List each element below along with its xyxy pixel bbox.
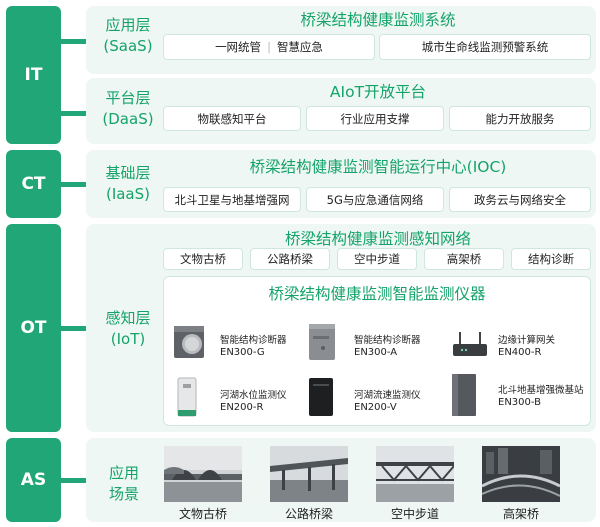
saas-layer-title: 应用层 — [105, 16, 151, 34]
scene-ancient-bridge-label: 文物古桥 — [178, 507, 227, 521]
device-en300b-code: EN300-B — [498, 397, 541, 408]
connector-scenes — [61, 478, 86, 483]
device-en200r-image — [174, 376, 200, 418]
iaas-title: 桥梁结构健康监测智能运行中心(IOC) — [249, 158, 507, 176]
daas-box-1: 物联感知平台 — [163, 106, 301, 131]
iot-network-box-2: 公路桥梁 — [250, 248, 330, 270]
saas-box-left-a: 一网统管 — [215, 40, 262, 54]
device-en300a-code: EN300-A — [354, 347, 398, 358]
iot-layer-sub: (IoT) — [110, 330, 146, 348]
iaas-box-3: 政务云与网络安全 — [449, 187, 591, 212]
scene-highway-bridge-label: 公路桥梁 — [284, 507, 333, 521]
iot-layer-name: 感知层 (IoT) — [88, 308, 168, 350]
device-en400r-code: EN400-R — [498, 347, 542, 358]
saas-box-left-b: 智慧应急 — [276, 40, 323, 54]
daas-title: AIoT开放平台 — [329, 83, 427, 101]
scenes-label-a: 应用 — [108, 464, 139, 482]
iot-instrument-title: 桥梁结构健康监测智能监测仪器 — [268, 285, 486, 303]
saas-title: 桥梁结构健康监测系统 — [300, 11, 456, 29]
iot-network-box-3: 空中步道 — [337, 248, 417, 270]
device-en400r-name: 边缘计算网关 — [498, 335, 556, 346]
iot-network-box-1: 文物古桥 — [163, 248, 243, 270]
daas-box-2: 行业应用支撑 — [306, 106, 444, 131]
iaas-layer-name: 基础层 (IaaS) — [88, 163, 168, 205]
connector-daas — [61, 111, 86, 116]
tier-as-label: AS — [20, 470, 47, 490]
scene-ancient-bridge-image — [164, 446, 242, 502]
device-en300g-name: 智能结构诊断器 — [220, 335, 287, 346]
scene-viaduct-image — [481, 446, 561, 502]
daas-layer-title: 平台层 — [105, 89, 151, 107]
scene-sky-walkway-label: 空中步道 — [390, 507, 439, 521]
daas-layer-sub: (DaaS) — [102, 110, 154, 128]
scenes-layer-name: 应用 场景 — [96, 463, 152, 505]
scenes-label-b: 场景 — [108, 485, 139, 503]
saas-layer-sub: (SaaS) — [103, 37, 153, 55]
tier-ct-label: CT — [21, 174, 46, 194]
device-en400r-image — [450, 330, 490, 360]
tier-ct: CT — [6, 150, 61, 218]
tier-as: AS — [6, 438, 61, 522]
device-en300g-code: EN300-G — [220, 347, 265, 358]
device-en300b-image — [448, 372, 480, 418]
device-en200v-image — [306, 376, 336, 418]
connector-iaas — [61, 182, 86, 187]
device-en300a-name: 智能结构诊断器 — [354, 335, 421, 346]
instrument-panel — [163, 276, 591, 426]
connector-iot — [61, 326, 86, 331]
device-en300a-image — [305, 322, 339, 362]
iot-layer-title: 感知层 — [105, 309, 151, 327]
scene-highway-bridge-image — [270, 446, 348, 502]
tier-ot-label: OT — [20, 318, 47, 338]
daas-layer-name: 平台层 (DaaS) — [88, 88, 168, 130]
saas-box-left-sep: | — [267, 40, 271, 54]
iaas-box-1: 北斗卫星与地基增强网 — [163, 187, 301, 212]
device-en200r-name: 河湖水位监测仪 — [220, 390, 287, 401]
iaas-box-2: 5G与应急通信网络 — [306, 187, 444, 212]
iot-network-box-4: 高架桥 — [424, 248, 504, 270]
tier-it-label: IT — [24, 65, 43, 85]
tier-ot: OT — [6, 224, 61, 432]
connector-saas — [61, 39, 86, 44]
device-en300b-name: 北斗地基增强微基站 — [498, 385, 584, 396]
device-en200r-code: EN200-R — [220, 402, 264, 413]
device-en200v-code: EN200-V — [354, 402, 397, 413]
saas-box-left: 一网统管 | 智慧应急 — [163, 34, 375, 60]
iaas-layer-sub: (IaaS) — [105, 185, 151, 203]
iaas-layer-title: 基础层 — [105, 164, 151, 182]
device-en200v-name: 河湖流速监测仪 — [354, 390, 421, 401]
device-en300g-image — [172, 322, 208, 362]
scene-viaduct-label: 高架桥 — [502, 507, 539, 521]
saas-layer-name: 应用层 (SaaS) — [88, 15, 168, 57]
scene-sky-walkway-image — [376, 446, 455, 502]
iot-network-box-5: 结构诊断 — [511, 248, 591, 270]
iot-network-title: 桥梁结构健康监测感知网络 — [284, 230, 471, 248]
saas-box-right: 城市生命线监测预警系统 — [379, 34, 591, 60]
tier-it: IT — [6, 6, 61, 144]
daas-box-3: 能力开放服务 — [449, 106, 591, 131]
